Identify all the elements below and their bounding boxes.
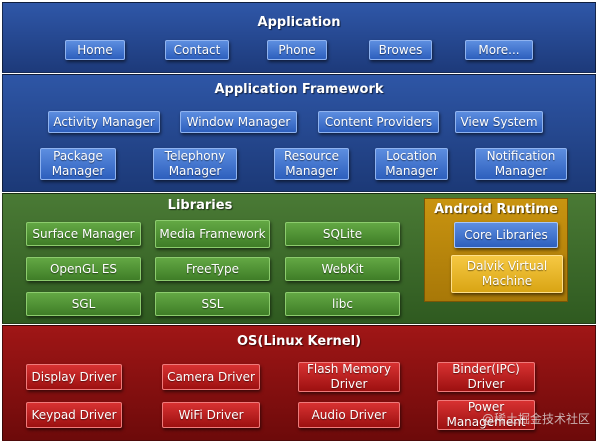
- app-browes-box: Browes: [369, 40, 432, 60]
- resource-manager-box: Resource Manager: [274, 148, 349, 180]
- power-management-box: Power Management: [437, 400, 535, 430]
- location-manager-box: Location Manager: [375, 148, 448, 180]
- watermark-text: @稀土掘金技术社区: [481, 412, 590, 426]
- view-system-box: View System: [455, 111, 543, 133]
- kernel-title: OS(Linux Kernel): [236, 334, 362, 349]
- app-home-box: Home: [65, 40, 125, 60]
- keypad-driver-box: Keypad Driver: [26, 402, 122, 428]
- camera-driver-box: Camera Driver: [162, 364, 260, 390]
- notification-manager-box: Notification Manager: [475, 148, 567, 180]
- flash-memory-driver-box: Flash Memory Driver: [298, 362, 400, 392]
- audio-driver-box: Audio Driver: [298, 402, 400, 428]
- package-manager-box: Package Manager: [40, 148, 116, 180]
- app-more-box: More...: [465, 40, 533, 60]
- dalvik-vm-box: Dalvik Virtual Machine: [451, 255, 563, 293]
- application-title: Application: [257, 15, 341, 30]
- binder-ipc-driver-box: Binder(IPC) Driver: [437, 362, 535, 392]
- sgl-box: SGL: [26, 292, 141, 316]
- libraries-title: Libraries: [167, 198, 233, 213]
- display-driver-box: Display Driver: [26, 364, 122, 390]
- media-framework-box: Media Framework: [155, 220, 270, 248]
- window-manager-box: Window Manager: [180, 111, 297, 133]
- activity-manager-box: Activity Manager: [48, 111, 160, 133]
- app-phone-box: Phone: [267, 40, 327, 60]
- framework-title: Application Framework: [214, 82, 384, 97]
- runtime-title: Android Runtime: [434, 202, 558, 217]
- wifi-driver-box: WiFi Driver: [162, 402, 260, 428]
- content-providers-box: Content Providers: [318, 111, 439, 133]
- surface-manager-box: Surface Manager: [26, 222, 141, 246]
- ssl-box: SSL: [155, 292, 270, 316]
- telephony-manager-box: Telephony Manager: [153, 148, 237, 180]
- core-libraries-box: Core Libraries: [454, 222, 558, 248]
- freetype-box: FreeType: [155, 257, 270, 281]
- bottom-strip: [180, 441, 380, 447]
- libc-box: libc: [285, 292, 400, 316]
- application-layer: [2, 2, 596, 73]
- webkit-box: WebKit: [285, 257, 400, 281]
- sqlite-box: SQLite: [285, 222, 400, 246]
- app-contact-box: Contact: [165, 40, 229, 60]
- opengl-es-box: OpenGL ES: [26, 257, 141, 281]
